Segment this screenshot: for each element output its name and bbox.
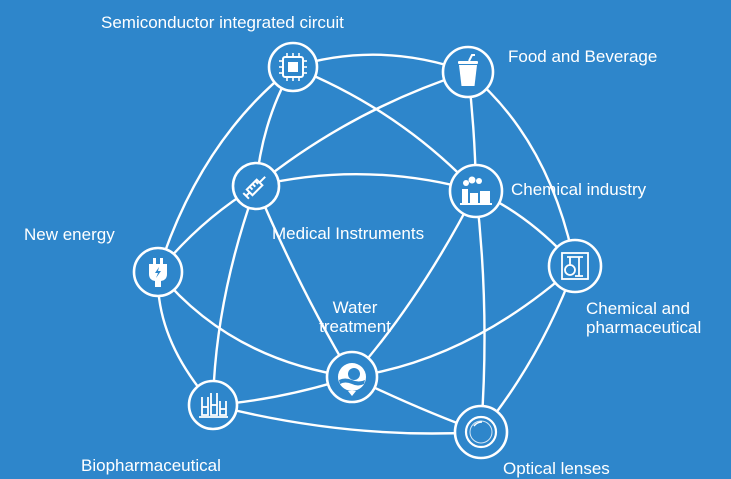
label-food: Food and Beverage (508, 47, 658, 66)
node-water (325, 350, 379, 404)
label-semiconductor: Semiconductor integrated circuit (101, 13, 344, 32)
cup-icon (458, 54, 478, 86)
connection-line (156, 65, 295, 274)
connection-line (291, 53, 470, 74)
syringe-icon (242, 176, 266, 200)
apparatus-icon (561, 252, 589, 280)
connection-line (466, 70, 577, 268)
node-newenergy (132, 246, 184, 298)
label-medical: Medical Instruments (272, 224, 425, 243)
label-water: Water treatment (319, 298, 391, 336)
node-semiconductor (267, 41, 319, 93)
label-newenergy: New energy (24, 225, 115, 244)
connection-line (479, 264, 577, 434)
water-drop-icon (338, 363, 366, 396)
connection-line (211, 184, 258, 407)
plug-icon (149, 258, 167, 287)
label-chemical: Chemical industry (511, 180, 647, 199)
node-pharma (547, 238, 603, 294)
connection-line (350, 189, 478, 379)
chip-icon (279, 53, 307, 81)
beaker-icon (199, 393, 228, 418)
connection-line (156, 270, 354, 379)
connection-line (254, 70, 470, 188)
label-pharma: Chemical and pharmaceutical (586, 299, 702, 337)
connection-line (254, 184, 354, 379)
lens-icon (464, 415, 498, 449)
label-bio: Biopharmaceutical (81, 456, 221, 475)
connection-line (350, 264, 577, 379)
connection-line (474, 189, 486, 434)
factory-icon (460, 176, 492, 205)
label-optical: Optical lenses (503, 459, 610, 478)
node-food (441, 45, 495, 99)
node-chemical (448, 163, 504, 219)
connection-line (254, 172, 478, 193)
node-optical (453, 404, 509, 460)
node-bio (187, 379, 239, 431)
node-medical (231, 161, 281, 211)
connection-line (211, 403, 483, 435)
